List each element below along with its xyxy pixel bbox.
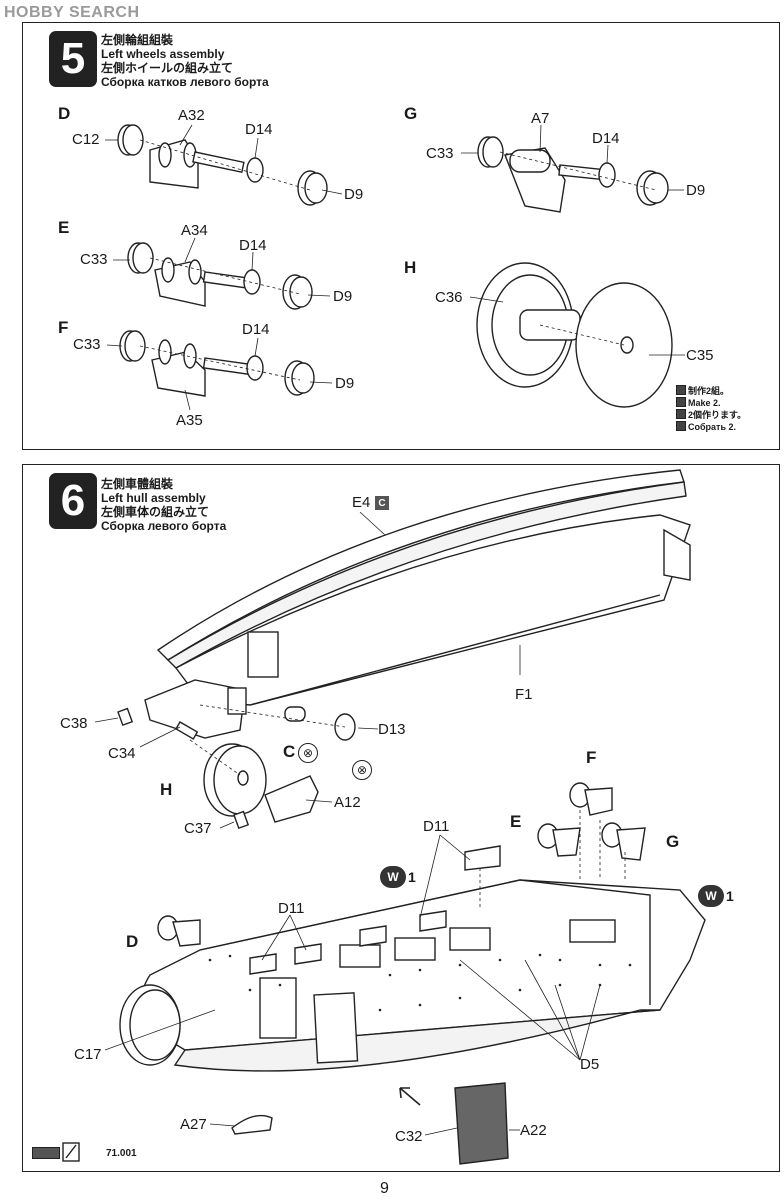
step6-title-en: Left hull assembly <box>101 491 206 505</box>
part-C36: C36 <box>435 289 463 306</box>
step6-title-ja: 左側車体の組み立て <box>101 505 210 519</box>
step6-number-badge: 6 <box>49 473 97 529</box>
part-C33-g: C33 <box>426 145 454 162</box>
watermark: HOBBY SEARCH <box>4 4 140 21</box>
product-code: 71.001 <box>106 1147 137 1159</box>
step5-sub-G: G <box>404 104 418 123</box>
part-D14-c: D14 <box>242 321 270 338</box>
part-C35: C35 <box>686 347 714 364</box>
part-F1: F1 <box>515 686 533 703</box>
step5-sub-E: E <box>58 218 70 237</box>
part-D9-d: D9 <box>686 182 706 199</box>
part-D9-a: D9 <box>344 186 364 203</box>
part-C32: C32 <box>395 1128 423 1145</box>
page-number: 9 <box>380 1180 389 1197</box>
part-D14-a: D14 <box>245 121 273 138</box>
part-D5: D5 <box>580 1056 600 1073</box>
step5-number: 5 <box>60 34 86 83</box>
footer-legend: 71.001 <box>32 1147 137 1159</box>
glue-count: 1 <box>726 888 734 904</box>
part-D14-d: D14 <box>592 130 620 147</box>
part-D9-b: D9 <box>333 288 353 305</box>
part-C17: C17 <box>74 1046 102 1063</box>
step5-title-ru: Сборка катков левого борта <box>101 75 269 89</box>
make-note-en: Make 2. <box>688 398 721 408</box>
part-D11-b: D11 <box>278 900 305 917</box>
paint-swatch-icon: C <box>375 496 389 510</box>
part-C37: C37 <box>184 820 212 837</box>
sub-assembly-G: G <box>666 832 680 851</box>
make-note-ja: 2個作ります。 <box>688 410 747 420</box>
step6-number: 6 <box>60 476 86 525</box>
step5-panel: 5 左側輪組組裝 Left wheels assembly 左側ホイールの組み立… <box>22 22 780 450</box>
part-A7: A7 <box>531 110 550 127</box>
step5-number-badge: 5 <box>49 31 97 87</box>
sub-assembly-D: D <box>126 932 139 951</box>
part-C34: C34 <box>108 745 136 762</box>
step5-title-en: Left wheels assembly <box>101 47 225 61</box>
note-icon <box>676 385 686 395</box>
do-not-glue-icon: ⊗ <box>352 760 372 780</box>
part-A32: A32 <box>178 107 205 124</box>
part-D9-c: D9 <box>335 375 355 392</box>
step5-sub-D: D <box>58 104 71 123</box>
step6-panel: 6 左側車體組裝 Left hull assembly 左側車体の組み立て Сб… <box>22 464 780 1172</box>
note-icon <box>676 421 686 431</box>
step5-title-ja: 左側ホイールの組み立て <box>101 61 234 75</box>
note-icon <box>676 409 686 419</box>
glue-icon: W <box>380 866 406 888</box>
step5-sub-F: F <box>58 318 69 337</box>
part-D11-a: D11 <box>423 818 450 835</box>
part-D14-b: D14 <box>239 237 267 254</box>
step6-title-ru: Сборка левого борта <box>101 519 227 533</box>
sub-assembly-H: H <box>160 780 173 799</box>
part-C12: C12 <box>72 131 100 148</box>
note-icon <box>676 397 686 407</box>
do-not-glue-icon: ⊗ <box>298 743 318 763</box>
part-A27: A27 <box>180 1116 207 1133</box>
make-two-note: 制作2組。 Make 2. 2個作ります。 Собрать 2. <box>676 385 746 433</box>
part-C33-f: C33 <box>73 336 101 353</box>
part-A12: A12 <box>334 794 361 811</box>
part-A22: A22 <box>520 1122 547 1139</box>
part-E4: E4 <box>352 494 371 511</box>
part-A34: A34 <box>181 222 208 239</box>
sub-assembly-F: F <box>586 748 597 767</box>
step5-sub-H: H <box>404 258 417 277</box>
part-C38: C38 <box>60 715 88 732</box>
step6-title-block: 左側車體組裝 Left hull assembly 左側車体の組み立て Сбор… <box>101 477 226 533</box>
glue-icon: W <box>698 885 724 907</box>
part-A35: A35 <box>176 412 203 429</box>
part-D13: D13 <box>378 721 406 738</box>
sub-assembly-E: E <box>510 812 522 831</box>
part-C-ref: C <box>283 742 296 761</box>
paint-swatch-icon <box>32 1147 60 1159</box>
make-note-ru: Собрать 2. <box>688 422 737 432</box>
step5-title-block: 左側輪組組裝 Left wheels assembly 左側ホイールの組み立て … <box>101 33 269 89</box>
make-note-zh: 制作2組。 <box>688 386 730 396</box>
step6-title-zh: 左側車體組裝 <box>101 477 174 491</box>
glue-count: 1 <box>408 869 416 885</box>
step5-title-zh: 左側輪組組裝 <box>101 33 174 47</box>
part-C33-e: C33 <box>80 251 108 268</box>
